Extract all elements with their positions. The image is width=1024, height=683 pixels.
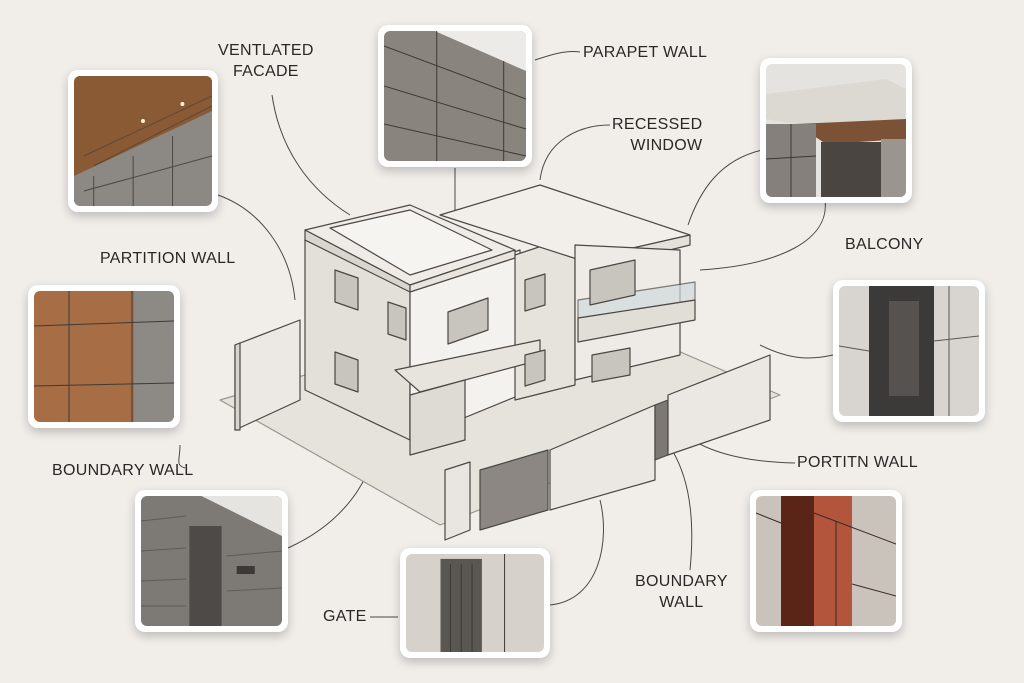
label-gate: GATE [323, 608, 367, 625]
label-parapet-wall: PARAPET WALL [583, 44, 708, 61]
thumbnail-wood-soffit [68, 70, 218, 212]
house-illustration [219, 184, 781, 541]
label-ventilated-facade: VENTLATED FACADE [218, 40, 314, 82]
thumbnail-wood-grey-panels [28, 285, 180, 428]
thumbnail-grey-panels [378, 25, 532, 167]
label-recessed-window: RECESSED WINDOW [612, 114, 702, 156]
thumbnail-stone-door [135, 490, 288, 632]
label-portitn-wall: PORTITN WALL [797, 454, 918, 471]
label-boundary-wall-left: BOUNDARY WALL [52, 462, 194, 479]
label-line: RECESSED [612, 116, 703, 133]
thumbnail-balcony-window [833, 280, 985, 422]
label-partition-wall: PARTITION WALL [100, 250, 236, 267]
label-line: WALL [659, 594, 704, 611]
label-line: WINDOW [630, 137, 703, 154]
thumbnail-red-column [750, 490, 902, 632]
label-boundary-wall-bottom: BOUNDARY WALL [635, 571, 728, 613]
thumbnail-window [400, 548, 550, 658]
label-balcony: BALCONY [845, 236, 924, 253]
label-line: BOUNDARY [635, 573, 728, 590]
label-line: VENTLATED [218, 42, 314, 59]
thumbnail-overhang [760, 58, 912, 203]
label-line: FACADE [232, 63, 299, 80]
